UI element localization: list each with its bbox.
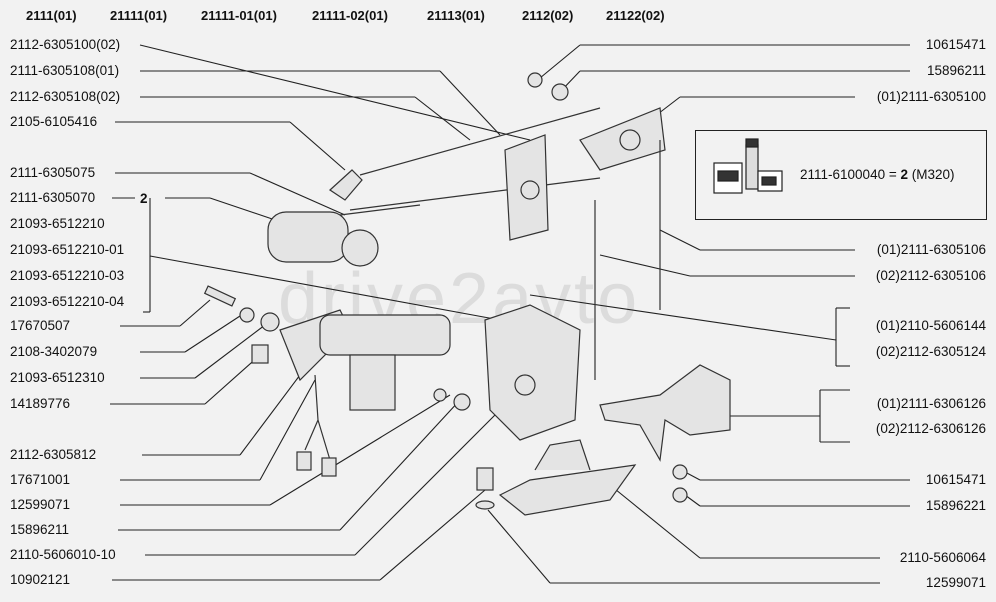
part-label-left-19: 2110-5606010-10 <box>10 547 116 562</box>
part-label-right-11: 15896221 <box>925 498 986 513</box>
part-label-left-20: 10902121 <box>10 572 71 587</box>
part-label-right-8: (01)2111-6306126 <box>876 396 986 411</box>
part-label-left-12: 2108-3402079 <box>10 344 98 359</box>
header-code-4: 21111-02(01) <box>312 8 388 23</box>
part-label-left-1: 2112-6305100(02) <box>10 37 121 52</box>
kit-code: 2111-6100040 <box>800 167 886 182</box>
kit-info-text: 2111-6100040 = 2 (M320) <box>800 167 955 182</box>
part-label-left-15: 2112-6305812 <box>10 447 97 462</box>
part-label-right-6: (01)2110-5606144 <box>875 318 986 333</box>
header-code-1: 2111(01) <box>26 8 77 23</box>
part-label-left-8: 21093-6512210-01 <box>10 242 125 257</box>
header-code-2: 21111(01) <box>110 8 168 23</box>
part-label-right-3: (01)2111-6305100 <box>876 89 986 104</box>
part-label-left-5: 2111-6305075 <box>10 165 96 180</box>
header-code-7: 21122(02) <box>606 8 665 23</box>
part-label-left-9: 21093-6512210-03 <box>10 268 125 283</box>
part-label-right-7: (02)2112-6305124 <box>875 344 986 359</box>
part-label-right-10: 10615471 <box>925 472 986 487</box>
header-code-5: 21113(01) <box>427 8 485 23</box>
kit-equals: = <box>888 167 897 182</box>
kit-note: (M320) <box>911 167 955 182</box>
quantity-marker: 2 <box>140 191 148 206</box>
part-label-right-5: (02)2112-6305106 <box>875 268 986 283</box>
part-label-left-10: 21093-6512210-04 <box>10 294 125 309</box>
header-code-6: 2112(02) <box>522 8 574 23</box>
kit-products-icon <box>713 138 783 194</box>
part-label-left-3: 2112-6305108(02) <box>10 89 121 104</box>
part-label-left-13: 21093-6512310 <box>10 370 105 385</box>
header-code-3: 21111-01(01) <box>201 8 277 23</box>
part-label-right-2: 15896211 <box>926 63 986 78</box>
part-label-left-11: 17670507 <box>10 318 71 333</box>
part-label-right-12: 2110-5606064 <box>899 550 986 565</box>
kit-info-box: 2111-6100040 = 2 (M320) <box>695 130 987 220</box>
part-label-left-16: 17671001 <box>10 472 71 487</box>
part-label-left-7: 21093-6512210 <box>10 216 105 231</box>
part-label-right-1: 10615471 <box>925 37 986 52</box>
part-label-left-4: 2105-6105416 <box>10 114 98 129</box>
part-label-right-4: (01)2111-6305106 <box>876 242 986 257</box>
part-label-left-6: 2111-6305070 <box>10 190 96 205</box>
part-label-right-13: 12599071 <box>925 575 986 590</box>
part-label-left-17: 12599071 <box>10 497 71 512</box>
kit-qty: 2 <box>900 167 909 182</box>
part-label-left-2: 2111-6305108(01) <box>10 63 120 78</box>
part-label-left-14: 14189776 <box>10 396 71 411</box>
part-label-right-9: (02)2112-6306126 <box>875 421 986 436</box>
part-label-left-18: 15896211 <box>10 522 70 537</box>
